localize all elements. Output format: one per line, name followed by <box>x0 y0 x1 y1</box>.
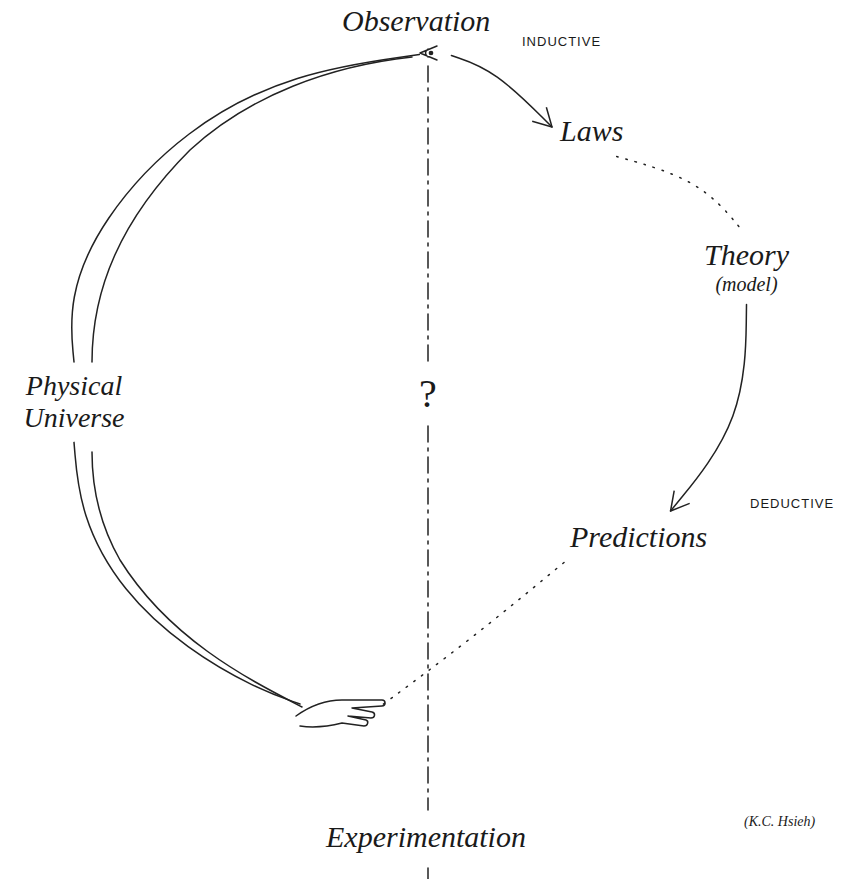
inner-arc-line <box>92 57 412 362</box>
question-mark: ? <box>417 370 439 417</box>
center-dash-line <box>427 66 429 366</box>
center-dash-line <box>427 426 429 810</box>
stage-label: Theory(model) <box>700 234 793 300</box>
stage-label: Predictions <box>566 516 711 559</box>
connector <box>671 305 747 512</box>
center-dash-line <box>427 868 429 879</box>
author-credit: (K.C. Hsieh) <box>742 814 817 830</box>
eye-pupil <box>429 51 432 54</box>
stage-name: Physical Universe <box>14 370 134 434</box>
connector <box>451 56 552 128</box>
stage-note: (model) <box>704 273 789 296</box>
stage-name: Laws <box>560 114 623 149</box>
stage-name: Observation <box>342 4 490 39</box>
stage-label: Observation <box>336 2 496 53</box>
stage-name: Theory <box>704 238 789 273</box>
stage-label: Experimentation <box>298 708 532 861</box>
stage-name: Predictions <box>570 520 707 555</box>
stage-name: Experimentation <box>326 820 526 855</box>
connector-label: DEDUCTIVE <box>748 496 836 511</box>
connector-label: INDUCTIVE <box>520 34 603 49</box>
dotted-connector <box>382 563 564 706</box>
connector <box>72 55 420 363</box>
eye-symbol <box>420 46 437 60</box>
dotted-connector <box>617 157 742 231</box>
inner-arc-line <box>92 452 302 707</box>
hand-symbol <box>296 700 385 727</box>
stage-label: Laws <box>556 110 627 153</box>
connector <box>74 442 300 704</box>
stage-label: Physical Universe <box>10 366 138 438</box>
